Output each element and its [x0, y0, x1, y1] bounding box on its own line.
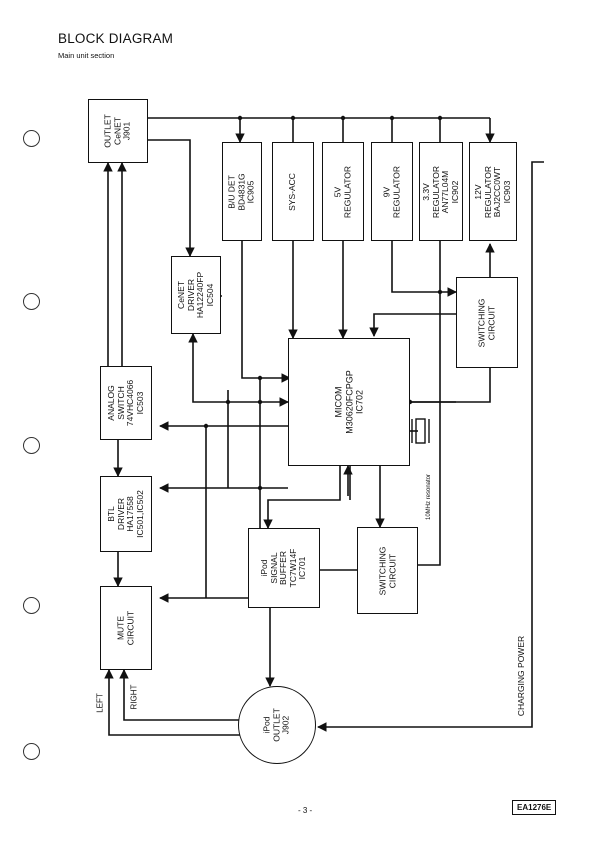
binder-hole	[23, 437, 40, 454]
charging-power-label: CHARGING POWER	[516, 635, 526, 717]
page-title: BLOCK DIAGRAM	[58, 31, 174, 46]
resonator-symbol	[411, 418, 430, 444]
binder-hole	[23, 130, 40, 147]
binder-hole	[23, 597, 40, 614]
model-code: EA1276E	[512, 800, 557, 815]
binder-hole	[23, 743, 40, 760]
left-channel-label: LEFT	[95, 693, 105, 713]
right-channel-label: RIGHT	[129, 684, 139, 710]
sys-acc-block: SYS-ACC	[272, 142, 314, 241]
page-number: - 3 -	[298, 806, 313, 815]
resonator-label: 10MHz resonator	[426, 473, 432, 521]
junction-dots	[203, 115, 443, 491]
binder-hole	[23, 293, 40, 310]
page-subtitle: Main unit section	[58, 51, 115, 60]
